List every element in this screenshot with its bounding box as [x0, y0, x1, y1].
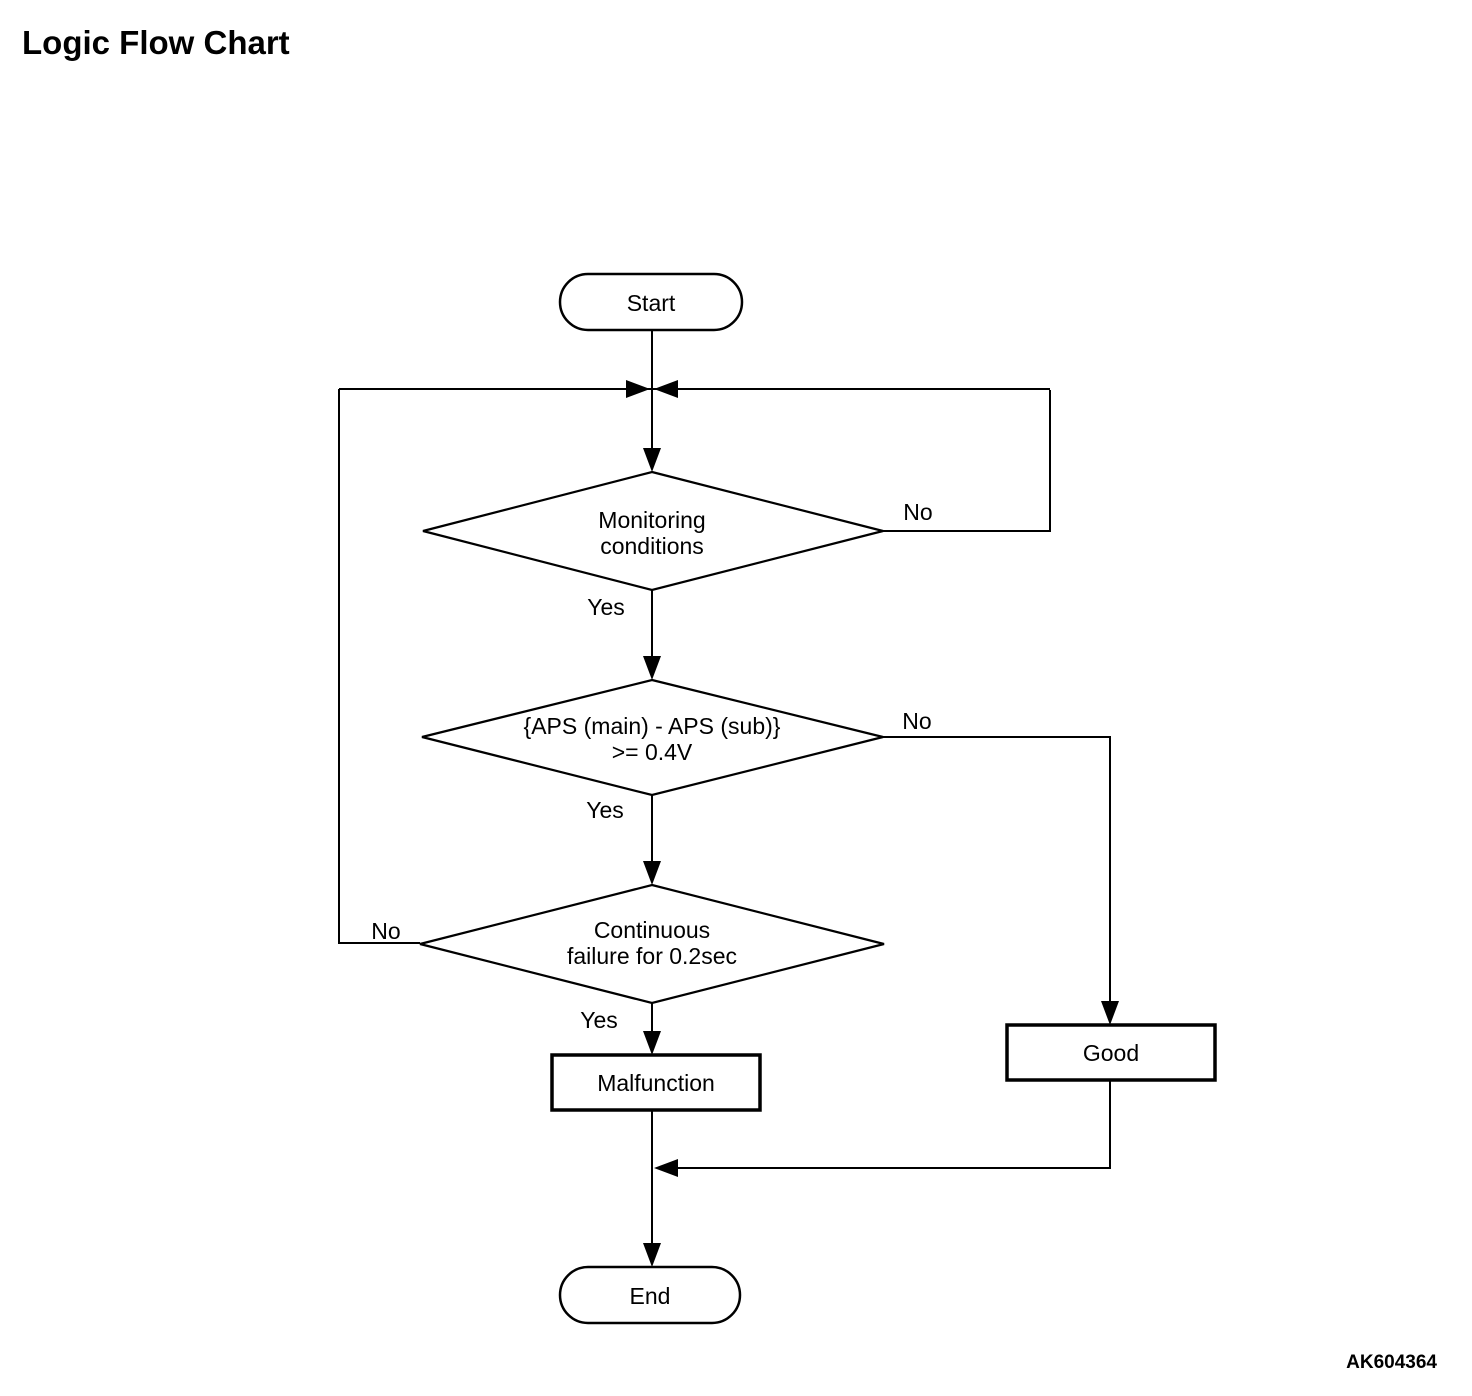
arrowhead-into-malfunction-icon — [643, 1031, 661, 1055]
arrowhead-merge-left-icon — [654, 1159, 678, 1177]
connector-decision1-no — [881, 390, 1051, 532]
decision-aps-yes-label: Yes — [586, 797, 624, 823]
decision-continuous-no-label: No — [371, 918, 401, 944]
page-title: Logic Flow Chart — [22, 24, 290, 61]
end-node-label: End — [629, 1283, 671, 1309]
arrowhead-into-decision2-icon — [643, 656, 661, 680]
connector-feedback-left — [338, 389, 420, 944]
arrowhead-into-good-icon — [1101, 1001, 1119, 1025]
arrowhead-into-decision3-icon — [643, 861, 661, 885]
decision-continuous-line2: failure for 0.2sec — [566, 943, 738, 969]
decision-monitoring-outline — [422, 470, 884, 592]
decision-monitoring-no-label: No — [903, 499, 933, 525]
good-node-label: Good — [1082, 1040, 1140, 1066]
arrowhead-junction-right-icon — [626, 380, 650, 398]
malfunction-node-label: Malfunction — [597, 1070, 715, 1096]
decision-aps-no-label: No — [902, 708, 932, 734]
decision-continuous-outline — [419, 883, 885, 1005]
decision-aps-line1: {APS (main) - APS (sub)} — [523, 713, 781, 739]
good-node-outline — [1005, 1023, 1217, 1082]
end-node-outline — [558, 1265, 742, 1325]
malfunction-node-outline — [550, 1053, 762, 1112]
decision-continuous-line1: Continuous — [593, 917, 711, 943]
decision-continuous-yes-label: Yes — [580, 1007, 618, 1033]
decision-continuous-label: Continuous failure for 0.2sec — [567, 917, 737, 969]
decision-monitoring-yes-label: Yes — [587, 594, 625, 620]
decision-aps-line2: >= 0.4V — [611, 739, 693, 765]
start-node-label: Start — [626, 290, 676, 316]
connector-decision2-no — [882, 736, 1111, 1008]
decision-monitoring-line2: conditions — [600, 533, 704, 559]
connector-good-to-merge — [672, 1080, 1111, 1169]
decision-aps-label: {APS (main) - APS (sub)} >= 0.4V — [524, 713, 781, 765]
decision-aps-outline — [421, 678, 884, 797]
start-node-outline — [558, 272, 744, 332]
decision-monitoring-label: Monitoring conditions — [598, 507, 705, 559]
figure-code: AK604364 — [1346, 1352, 1437, 1373]
arrowhead-junction-left-icon — [654, 380, 678, 398]
decision-monitoring-line1: Monitoring — [598, 507, 706, 533]
arrowhead-into-end-icon — [643, 1243, 661, 1267]
arrowhead-into-decision1-icon — [643, 448, 661, 472]
